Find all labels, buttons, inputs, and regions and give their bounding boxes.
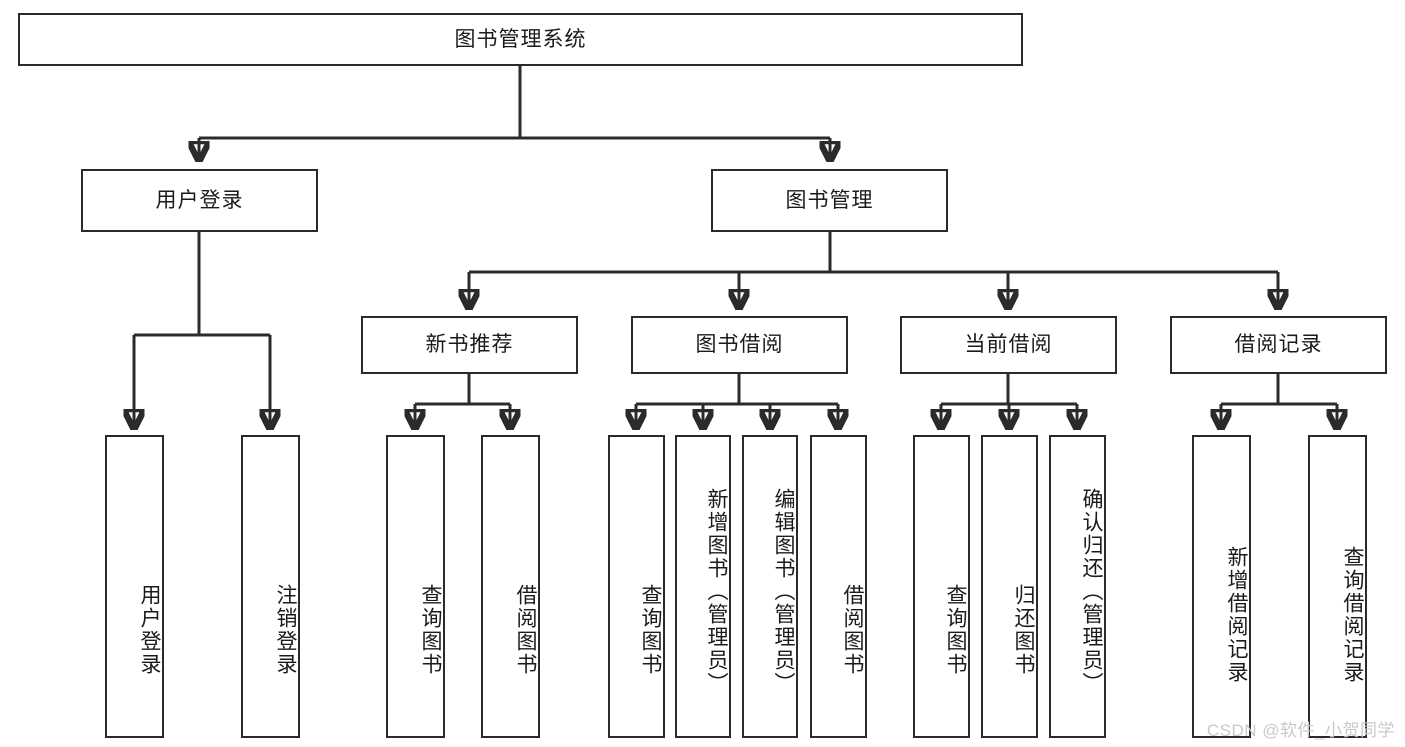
- node-label: 查询图书: [944, 583, 967, 676]
- node-label: 归还图书: [1012, 583, 1035, 676]
- leaf-borrow-books-borrowing[interactable]: 借阅图书: [810, 435, 867, 738]
- node-root-book-management-system[interactable]: 图书管理系统: [18, 13, 1023, 66]
- node-label: 新增图书（管理员）: [705, 488, 728, 695]
- leaf-query-books-recommendation[interactable]: 查询图书: [386, 435, 445, 738]
- node-label: 当前借阅: [964, 333, 1053, 357]
- node-label: 查询借阅记录: [1341, 545, 1364, 684]
- node-current-borrowing[interactable]: 当前借阅: [900, 316, 1117, 374]
- node-label: 新增借阅记录: [1225, 545, 1248, 684]
- node-label: 借阅图书: [841, 583, 864, 676]
- watermark-text: CSDN @软件_小贺同学: [1206, 721, 1395, 740]
- leaf-query-books-borrowing[interactable]: 查询图书: [608, 435, 665, 738]
- node-label: 用户登录: [155, 188, 244, 212]
- node-label: 图书管理: [785, 188, 874, 212]
- leaf-query-books-current[interactable]: 查询图书: [913, 435, 970, 738]
- leaf-borrow-books-recommendation[interactable]: 借阅图书: [481, 435, 540, 738]
- node-label: 图书管理系统: [454, 27, 587, 51]
- node-label: 借阅记录: [1234, 333, 1323, 357]
- leaf-add-borrowing-record[interactable]: 新增借阅记录: [1192, 435, 1251, 738]
- leaf-add-book-admin[interactable]: 新增图书（管理员）: [675, 435, 731, 738]
- leaf-confirm-return-admin[interactable]: 确认归还（管理员）: [1049, 435, 1106, 738]
- node-book-management[interactable]: 图书管理: [711, 169, 948, 232]
- node-label: 借阅图书: [514, 583, 537, 676]
- node-borrowing-records[interactable]: 借阅记录: [1170, 316, 1387, 374]
- node-label: 用户登录: [138, 583, 161, 676]
- leaf-user-login[interactable]: 用户登录: [105, 435, 164, 738]
- leaf-query-borrowing-record[interactable]: 查询借阅记录: [1308, 435, 1367, 738]
- node-label: 新书推荐: [425, 333, 514, 357]
- node-label: 注销登录: [274, 583, 297, 676]
- leaf-return-books[interactable]: 归还图书: [981, 435, 1038, 738]
- leaf-edit-book-admin[interactable]: 编辑图书（管理员）: [742, 435, 798, 738]
- node-new-book-recommendation[interactable]: 新书推荐: [361, 316, 578, 374]
- leaf-logout[interactable]: 注销登录: [241, 435, 300, 738]
- node-book-borrowing[interactable]: 图书借阅: [631, 316, 848, 374]
- node-label: 编辑图书（管理员）: [772, 488, 795, 695]
- node-label: 查询图书: [639, 583, 662, 676]
- node-label: 确认归还（管理员）: [1080, 488, 1103, 695]
- node-user-login[interactable]: 用户登录: [81, 169, 318, 232]
- node-label: 查询图书: [419, 583, 442, 676]
- node-label: 图书借阅: [695, 333, 784, 357]
